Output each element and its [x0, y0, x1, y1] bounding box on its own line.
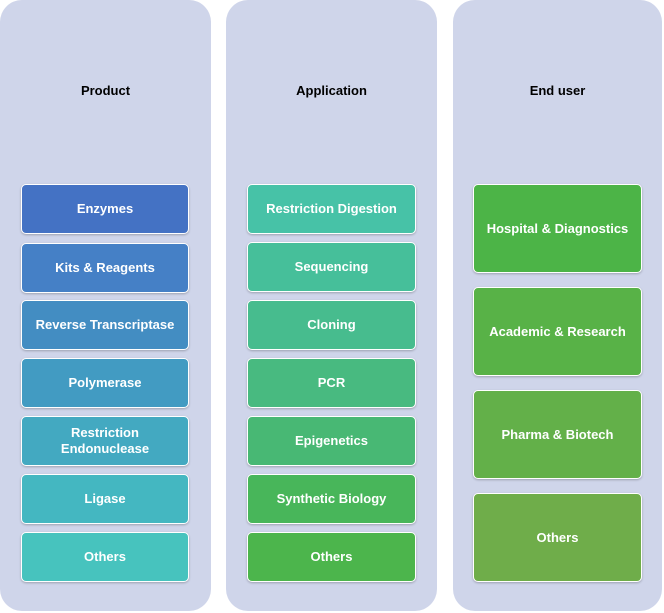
box-label: Polymerase	[68, 375, 142, 390]
product-item-enzymes: Enzymes	[21, 184, 189, 234]
box-label: Hospital & Diagnostics	[486, 220, 629, 236]
application-item-sequencing: Sequencing	[247, 242, 416, 292]
product-item-reverse-transcriptase: Reverse Transcriptase	[21, 300, 189, 350]
box-label: Synthetic Biology	[276, 491, 387, 506]
product-panel: Product Enzymes Kits & Reagents Reverse …	[0, 0, 211, 611]
box-label: Cloning	[307, 317, 356, 332]
application-item-pcr: PCR	[247, 358, 416, 408]
product-title: Product	[80, 83, 131, 98]
application-item-cloning: Cloning	[247, 300, 416, 350]
end-user-item-pharma-biotech: Pharma & Biotech	[473, 390, 642, 479]
application-item-epigenetics: Epigenetics	[247, 416, 416, 466]
end-user-item-academic-research: Academic & Research	[473, 287, 642, 376]
application-panel: Application Restriction Digestion Sequen…	[226, 0, 437, 611]
end-user-item-others: Others	[473, 493, 642, 582]
box-label: Restriction Digestion	[266, 201, 397, 216]
product-item-others: Others	[21, 532, 189, 582]
product-item-restriction-endonuclease: Restriction Endonuclease	[21, 416, 189, 466]
product-item-polymerase: Polymerase	[21, 358, 189, 408]
application-item-synthetic-biology: Synthetic Biology	[247, 474, 416, 524]
box-label: Sequencing	[294, 259, 369, 274]
end-user-panel: End user Hospital & Diagnostics Academic…	[453, 0, 662, 611]
application-item-others: Others	[247, 532, 416, 582]
product-item-kits-reagents: Kits & Reagents	[21, 243, 189, 293]
box-label: PCR	[317, 375, 346, 390]
end-user-item-hospital-diagnostics: Hospital & Diagnostics	[473, 184, 642, 273]
box-label: Academic & Research	[489, 323, 626, 339]
box-label: Others	[536, 529, 579, 545]
box-label: Epigenetics	[295, 433, 368, 448]
product-item-ligase: Ligase	[21, 474, 189, 524]
application-item-restriction-digestion: Restriction Digestion	[247, 184, 416, 234]
end-user-title: End user	[529, 83, 586, 98]
box-label: Reverse Transcriptase	[35, 317, 175, 332]
box-label: Ligase	[84, 491, 126, 506]
box-label: Others	[310, 549, 353, 564]
box-label: Enzymes	[76, 201, 134, 216]
box-label: Restriction Endonuclease	[60, 425, 150, 456]
box-label: Kits & Reagents	[55, 260, 155, 275]
application-title: Application	[296, 83, 367, 98]
box-label: Others	[84, 549, 126, 564]
box-label: Pharma & Biotech	[501, 426, 614, 442]
